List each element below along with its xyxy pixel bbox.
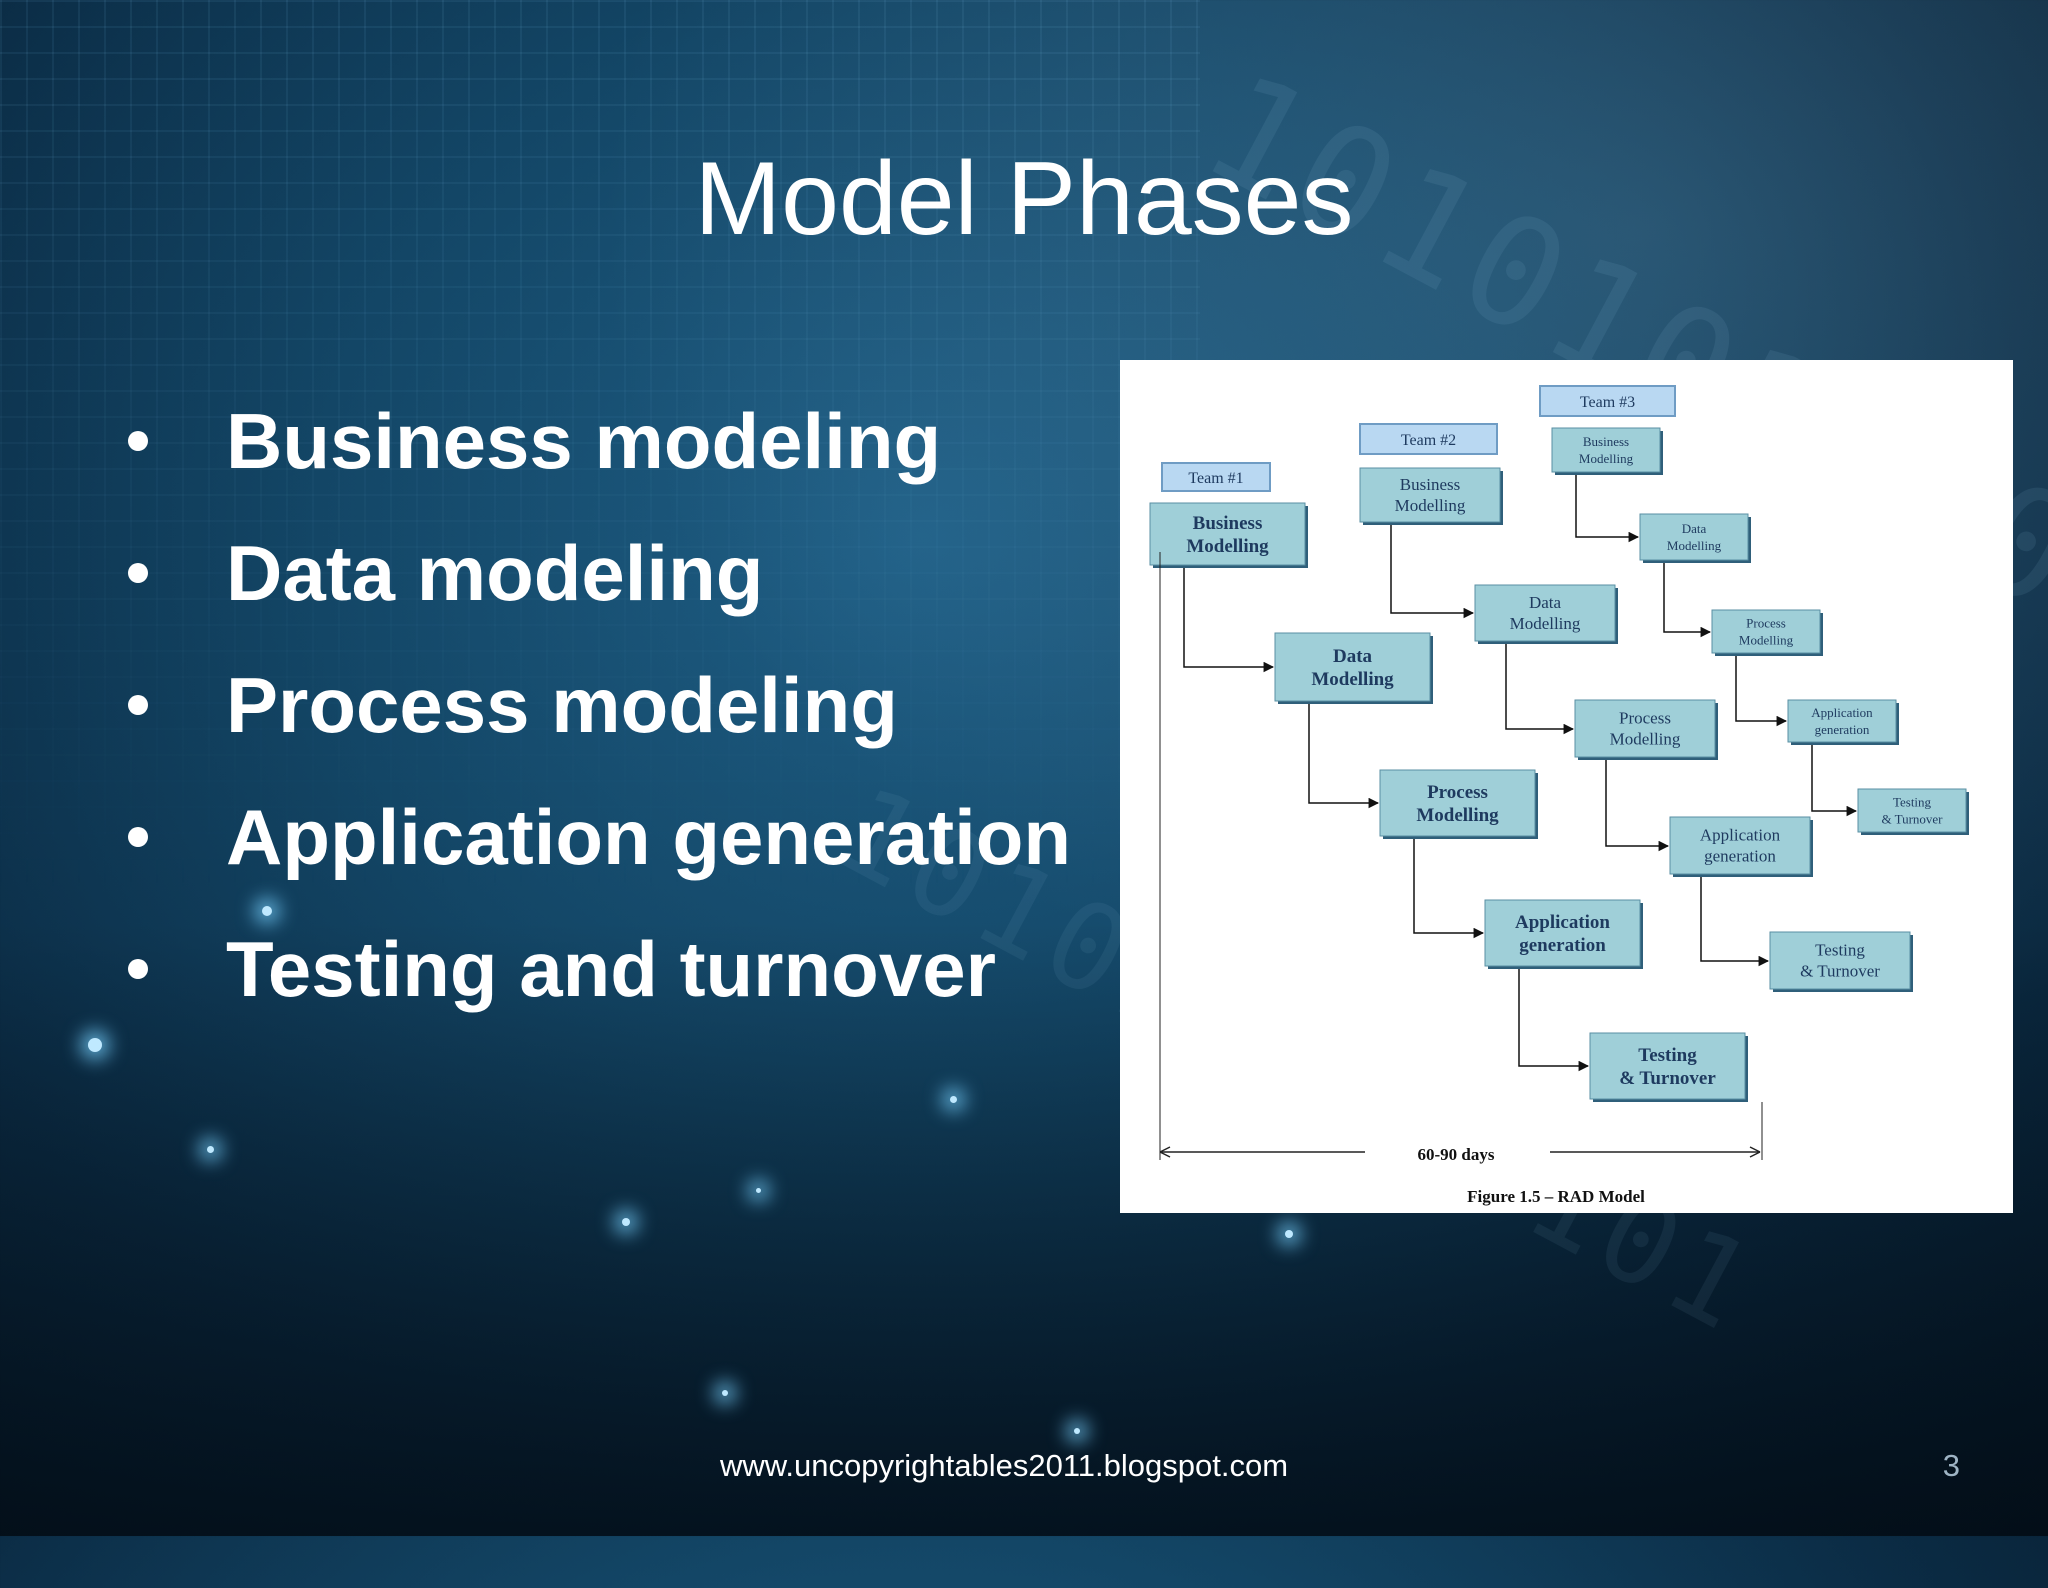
bullet-text: Process modeling <box>226 660 898 749</box>
phase-connector <box>1811 742 1858 817</box>
phase-label: & Turnover <box>1881 811 1943 826</box>
phase-connector <box>1663 560 1712 638</box>
phase-box <box>1857 788 1967 833</box>
phase-connector <box>1605 757 1670 852</box>
duration-label: 60-90 days <box>1418 1145 1495 1164</box>
phase-label: generation <box>1519 935 1606 956</box>
bullet-text: Testing and turnover <box>226 924 996 1013</box>
duration-arrow-left <box>1159 1146 1171 1158</box>
bullet-text: Business modeling <box>226 396 942 485</box>
bullet-text: Data modeling <box>226 528 764 617</box>
figure-caption: Figure 1.5 – RAD Model <box>1467 1187 1645 1206</box>
phase-connector <box>1505 641 1575 735</box>
phase-label: Application <box>1811 705 1873 720</box>
phase-label: Application <box>1515 912 1610 933</box>
team-label: Team #3 <box>1580 394 1635 411</box>
bullet-list: Business modeling Data modeling Process … <box>120 375 1110 1035</box>
bullet-dot <box>128 695 148 715</box>
phase-connector <box>1700 874 1770 967</box>
phase-box <box>1359 467 1501 523</box>
phase-label: Modelling <box>1739 632 1794 647</box>
phase-label: & Turnover <box>1800 962 1880 981</box>
duration-arrow-right <box>1749 1146 1761 1158</box>
bullet-dot <box>128 959 148 979</box>
team-label-box <box>1359 423 1498 455</box>
bullet-dot <box>128 827 148 847</box>
phase-label: Modelling <box>1667 538 1722 553</box>
phase-label: & Turnover <box>1619 1068 1716 1089</box>
team-label-box <box>1539 385 1676 417</box>
bullet-dot <box>128 563 148 583</box>
phase-label: Data <box>1529 593 1562 612</box>
phase-connector <box>1183 565 1275 673</box>
rad-model-diagram: Team #1BusinessModellingDataModellingPro… <box>1149 385 1969 1206</box>
team-label: Team #1 <box>1188 470 1243 487</box>
light-dot <box>622 1218 630 1226</box>
bullet-item: Process modeling <box>120 639 1110 771</box>
phase-box <box>1769 931 1911 990</box>
phase-connector <box>1308 701 1380 809</box>
phase-label: Business <box>1400 475 1460 494</box>
phase-label: Business <box>1583 434 1629 449</box>
phase-label: generation <box>1704 847 1776 866</box>
phase-label: Data <box>1682 521 1707 536</box>
phase-label: Modelling <box>1311 669 1394 690</box>
phase-connector <box>1413 836 1485 939</box>
phase-label: Data <box>1333 646 1373 667</box>
phase-box <box>1474 584 1616 642</box>
light-dot <box>1285 1230 1293 1238</box>
bullet-dot <box>128 431 148 451</box>
bullet-item: Business modeling <box>120 375 1110 507</box>
phase-label: Modelling <box>1610 730 1681 749</box>
light-dot <box>756 1188 761 1193</box>
phase-box <box>1379 769 1536 837</box>
light-dot <box>950 1096 957 1103</box>
phase-box <box>1484 899 1641 967</box>
phase-connector <box>1390 522 1475 619</box>
phase-box <box>1589 1032 1746 1100</box>
phase-label: Testing <box>1815 941 1865 960</box>
slide-number: 3 <box>1942 1448 1960 1483</box>
phase-box <box>1711 609 1821 654</box>
light-dot <box>262 906 272 916</box>
phase-box <box>1551 427 1661 473</box>
phase-label: Testing <box>1638 1045 1697 1066</box>
team-label: Team #2 <box>1401 432 1456 449</box>
phase-label: Testing <box>1893 794 1932 809</box>
light-dot <box>1074 1428 1080 1434</box>
phase-connector <box>1575 472 1640 543</box>
phase-box <box>1274 632 1431 702</box>
light-dot <box>722 1390 728 1396</box>
bullet-item: Testing and turnover <box>120 903 1110 1035</box>
light-dot <box>88 1038 102 1052</box>
phase-connector <box>1518 966 1590 1072</box>
phase-box <box>1787 699 1897 743</box>
bullet-text: Application generation <box>226 792 1072 881</box>
phase-box <box>1574 699 1716 758</box>
phase-label: Process <box>1427 782 1488 803</box>
phase-label: Modelling <box>1186 536 1269 557</box>
phase-box <box>1669 816 1811 875</box>
phase-label: Application <box>1700 826 1781 845</box>
phase-label: Business <box>1193 513 1263 534</box>
phase-label: Modelling <box>1395 496 1466 515</box>
phase-label: Process <box>1746 615 1786 630</box>
phase-label: Process <box>1619 709 1671 728</box>
light-dot <box>207 1146 214 1153</box>
team-label-box <box>1161 462 1271 492</box>
phase-box <box>1639 513 1749 561</box>
phase-label: Modelling <box>1416 805 1499 826</box>
bullet-item: Data modeling <box>120 507 1110 639</box>
footer-url: www.uncopyrightables2011.blogspot.com <box>719 1448 1289 1483</box>
phase-label: Modelling <box>1579 451 1634 466</box>
phase-label: Modelling <box>1510 614 1581 633</box>
phase-box <box>1149 502 1306 566</box>
bullet-item: Application generation <box>120 771 1110 903</box>
slide-title: Model Phases <box>694 141 1354 257</box>
phase-connector <box>1735 653 1788 727</box>
phase-label: generation <box>1815 722 1870 737</box>
